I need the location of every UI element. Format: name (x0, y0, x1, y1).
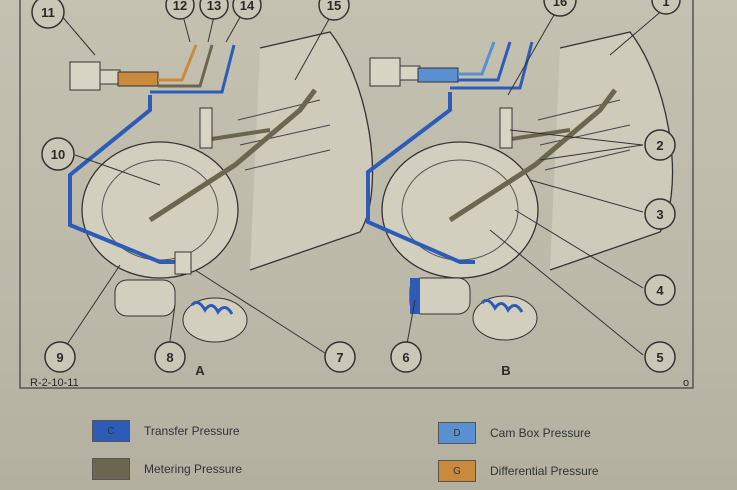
plunger (199, 107, 213, 149)
fitting-body (69, 61, 101, 91)
callout-3: 3 (644, 198, 676, 230)
panel-label-a: A (195, 363, 205, 378)
legend-label-differential: Differential Pressure (490, 464, 599, 478)
figure-frame (19, 0, 694, 389)
callout-5: 5 (644, 341, 676, 373)
legend-item-differential: G Differential Pressure (438, 460, 599, 482)
differential-chamber (117, 71, 159, 87)
rotor-end (81, 141, 239, 279)
svg-text:14: 14 (240, 0, 255, 13)
legend: C Transfer Pressure Metering Pressure D … (0, 400, 737, 490)
regulator-body (114, 279, 176, 317)
metering-linkage (148, 88, 317, 223)
svg-text:12: 12 (173, 0, 187, 13)
callout-15: 15 (318, 0, 350, 21)
legend-item-cambox: D Cam Box Pressure (438, 422, 591, 444)
callout-2: 2 (644, 129, 676, 161)
legend-item-metering: Metering Pressure (92, 458, 242, 480)
callout-10: 10 (41, 137, 75, 171)
svg-text:13: 13 (207, 0, 221, 13)
panel-a (68, 31, 374, 343)
legend-label-cambox: Cam Box Pressure (490, 426, 591, 440)
svg-text:4: 4 (656, 283, 664, 298)
legend-swatch-transfer: C (92, 420, 130, 442)
callout-8: 8 (154, 341, 186, 373)
svg-text:3: 3 (656, 207, 663, 222)
corner-mark: o (683, 377, 689, 389)
svg-text:15: 15 (327, 0, 341, 13)
panel-b (366, 31, 674, 341)
legend-swatch-differential: G (438, 460, 476, 482)
spring (190, 300, 234, 315)
svg-text:9: 9 (56, 350, 63, 365)
svg-text:6: 6 (402, 350, 409, 365)
legend-swatch-cambox: D (438, 422, 476, 444)
svg-text:5: 5 (656, 350, 663, 365)
svg-text:1: 1 (662, 0, 669, 9)
legend-label-transfer: Transfer Pressure (144, 424, 240, 438)
callout-14: 14 (232, 0, 262, 20)
legend-item-transfer: C Transfer Pressure (92, 420, 240, 442)
svg-text:11: 11 (41, 5, 55, 20)
callout-7: 7 (324, 341, 356, 373)
fitting-body-b (369, 57, 401, 87)
figure-code: R-2-10-11 (30, 377, 79, 389)
callout-12: 12 (165, 0, 195, 20)
svg-text:10: 10 (51, 147, 65, 162)
svg-text:7: 7 (336, 350, 343, 365)
callout-1: 1 (651, 0, 681, 15)
legend-swatch-metering (92, 458, 130, 480)
svg-text:2: 2 (656, 138, 663, 153)
svg-text:16: 16 (553, 0, 567, 9)
leader-lines (59, 7, 666, 356)
callouts: 11 12 13 14 15 16 1 10 2 3 4 5 6 7 8 9 (31, 0, 681, 373)
spring-housing (182, 297, 248, 343)
callout-16: 16 (543, 0, 577, 17)
housing-cylinder (249, 31, 374, 271)
callout-11: 11 (31, 0, 65, 29)
callout-6: 6 (390, 341, 422, 373)
rotor-end-b (381, 141, 539, 279)
svg-text:8: 8 (166, 350, 173, 365)
callout-4: 4 (644, 274, 676, 306)
pump-diagram: 11 12 13 14 15 16 1 10 2 3 4 5 6 7 8 9 A… (19, 0, 694, 389)
panel-label-b: B (501, 363, 510, 378)
callout-13: 13 (199, 0, 229, 20)
legend-label-metering: Metering Pressure (144, 462, 243, 476)
callout-9: 9 (44, 341, 76, 373)
transfer-line-b (366, 92, 475, 264)
transfer-line-a (68, 95, 180, 264)
